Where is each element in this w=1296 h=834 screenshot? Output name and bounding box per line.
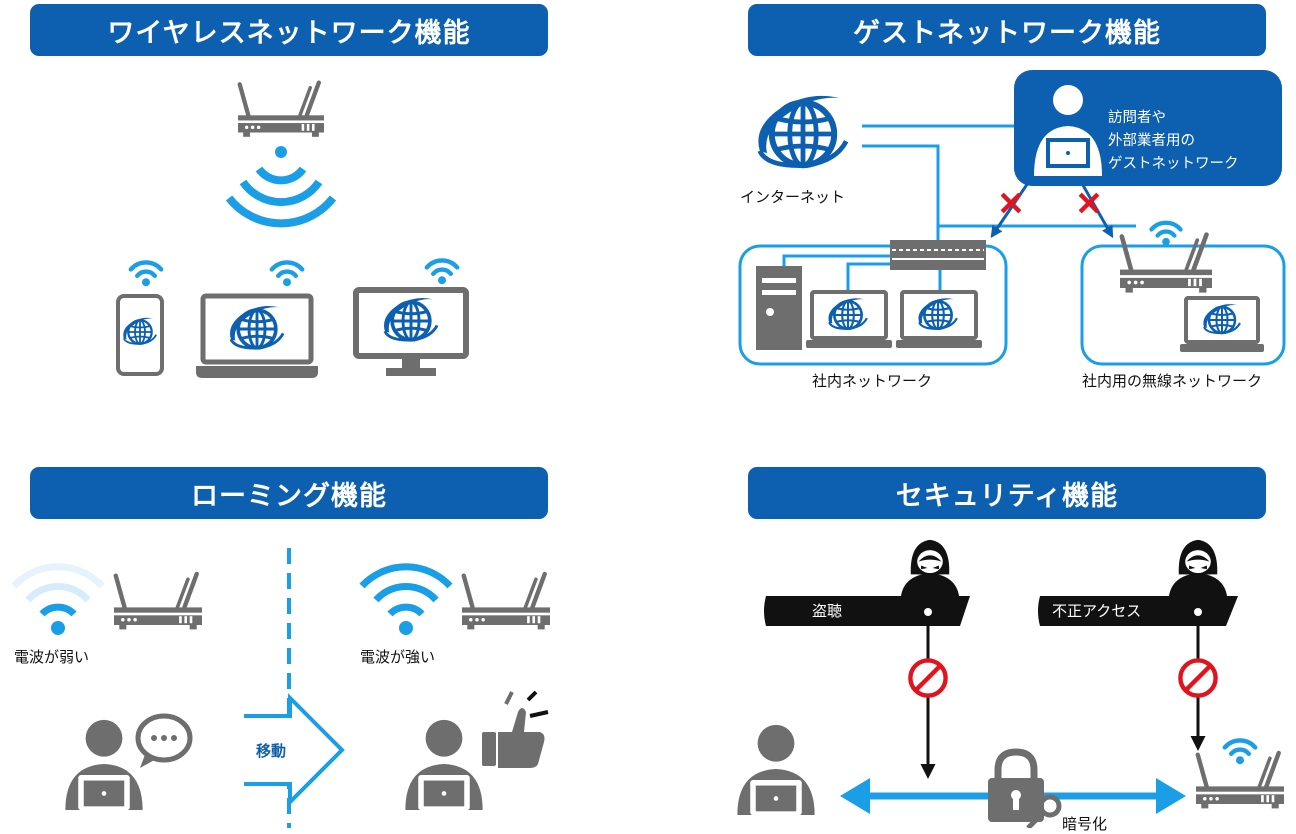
move-label: 移動 bbox=[256, 742, 287, 760]
blocked-arrows bbox=[990, 179, 1114, 239]
guest-network-box bbox=[1014, 70, 1282, 186]
unauthorized-laptop bbox=[1038, 596, 1238, 626]
padlock-icon bbox=[988, 748, 1044, 822]
internet-label: インターネット bbox=[740, 188, 846, 206]
speech-bubble-icon bbox=[135, 713, 193, 768]
unauthorized-access-label: 不正アクセス bbox=[1052, 602, 1142, 620]
prohibited-icon bbox=[1180, 660, 1215, 695]
roaming-banner: ローミング機能 bbox=[30, 467, 548, 519]
eavesdrop-laptop bbox=[764, 596, 970, 626]
smartphone-icon bbox=[116, 262, 164, 376]
hacker-icon bbox=[900, 539, 960, 600]
weak-signal-icon bbox=[11, 563, 105, 635]
person-icon bbox=[65, 719, 143, 810]
wifi-icon bbox=[1225, 740, 1255, 764]
guest-line: ゲストネットワーク bbox=[1108, 156, 1239, 172]
router-icon bbox=[114, 574, 202, 629]
prohibited-icon bbox=[910, 660, 945, 695]
wireless-banner: ワイヤレスネットワーク機能 bbox=[30, 4, 548, 56]
person-icon bbox=[405, 719, 483, 810]
internal-wireless-label: 社内用の無線ネットワーク bbox=[1082, 372, 1263, 390]
wireless-router-icon bbox=[238, 83, 324, 137]
key-icon bbox=[1026, 794, 1062, 828]
encryption-label: 暗号化 bbox=[1062, 815, 1108, 833]
guest-banner: ゲストネットワーク機能 bbox=[748, 4, 1266, 56]
person-icon bbox=[737, 724, 815, 815]
move-arrow-icon bbox=[244, 693, 345, 807]
guest-line: 訪問者や bbox=[1108, 110, 1166, 126]
guest-box-text: 訪問者や 外部業者用の ゲストネットワーク bbox=[1108, 107, 1278, 176]
broadcast-wifi-icon bbox=[225, 146, 337, 228]
eavesdrop-label: 盗聴 bbox=[812, 602, 843, 620]
hacker-icon bbox=[1168, 539, 1228, 600]
internet-globe-icon bbox=[758, 96, 846, 166]
guest-line: 外部業者用の bbox=[1108, 133, 1195, 149]
thumbs-up-icon bbox=[482, 690, 549, 768]
strong-signal-icon bbox=[359, 563, 453, 635]
security-banner: セキュリティ機能 bbox=[748, 467, 1266, 519]
internal-network-label: 社内ネットワーク bbox=[812, 372, 933, 390]
laptop-icon bbox=[196, 262, 318, 378]
weak-signal-label: 電波が弱い bbox=[14, 648, 90, 666]
router-icon bbox=[462, 574, 550, 629]
monitor-icon bbox=[353, 260, 469, 376]
internal-wireless-box bbox=[1080, 223, 1286, 366]
internal-network-box bbox=[738, 240, 1008, 366]
strong-signal-label: 電波が強い bbox=[360, 648, 436, 666]
